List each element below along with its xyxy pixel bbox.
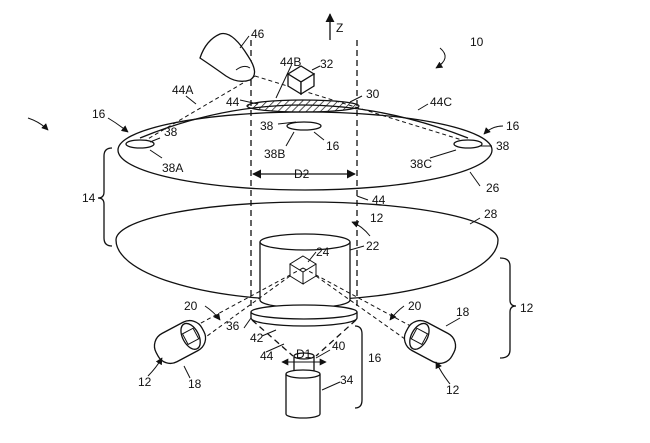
label-44-low: 44 — [260, 349, 274, 363]
finger-nail — [235, 65, 251, 71]
label-36: 36 — [226, 319, 240, 333]
label-12-lower-right: 12 — [446, 383, 460, 397]
cone-left — [251, 319, 294, 357]
beam-left-lower — [195, 275, 291, 345]
bracket-16-bottom — [354, 325, 363, 409]
sensor-38b — [286, 121, 322, 131]
label-38-left: 38 — [164, 125, 178, 139]
label-38a: 38A — [162, 161, 183, 175]
label-16-left: 16 — [92, 107, 106, 121]
leader-16-left — [107, 117, 129, 133]
beam-to-projector-right — [302, 267, 419, 331]
label-d1: D1 — [296, 347, 312, 361]
leader-16-right — [483, 125, 504, 135]
sensor-38c — [453, 139, 483, 149]
label-22: 22 — [366, 239, 380, 253]
touch-region-30 — [246, 99, 360, 113]
leader-16-left-stub — [27, 117, 49, 131]
leader-12-lower-right — [435, 361, 451, 385]
label-32: 32 — [320, 57, 334, 71]
cone-right — [315, 319, 357, 357]
leader-20-right — [389, 305, 405, 321]
label-16-center: 16 — [326, 139, 340, 153]
label-d2: D2 — [294, 167, 310, 181]
label-18-right: 18 — [456, 305, 470, 319]
label-12-right: 12 — [520, 301, 534, 315]
label-44b: 44B — [280, 55, 301, 69]
label-34: 34 — [340, 373, 354, 387]
source-34 — [285, 374, 321, 419]
label-20-left: 20 — [184, 299, 198, 313]
label-24: 24 — [316, 245, 330, 259]
label-14: 14 — [82, 191, 96, 205]
label-28: 28 — [484, 207, 498, 221]
cylinder-22 — [259, 242, 351, 309]
label-38b: 38B — [264, 147, 285, 161]
label-38-right: 38 — [496, 139, 510, 153]
label-18-left: 18 — [188, 377, 202, 391]
leader-10 — [435, 47, 446, 69]
beam-right-lower — [315, 275, 413, 345]
cylinder-22-top — [259, 233, 351, 251]
label-44-mid: 44 — [372, 193, 386, 207]
cube-32 — [286, 65, 316, 96]
label-12-left: 12 — [138, 375, 152, 389]
upper-plate-26 — [117, 111, 493, 191]
bracket-12-right — [499, 257, 517, 359]
label-16-bottom: 16 — [368, 351, 382, 365]
leader-lines — [149, 35, 492, 391]
label-44-top: 44 — [226, 95, 240, 109]
label-44a: 44A — [172, 83, 193, 97]
lens-42 — [250, 304, 358, 320]
leader-12-left — [147, 357, 163, 377]
label-10: 10 — [470, 35, 484, 49]
label-38c: 38C — [410, 157, 432, 171]
label-20-right: 20 — [408, 299, 422, 313]
label-axis-z: Z — [336, 21, 343, 35]
beam-to-projector-left — [187, 267, 304, 331]
leader-20-left — [204, 305, 221, 321]
sensor-38a — [125, 139, 155, 149]
projector-18-left — [153, 319, 207, 365]
label-38-center: 38 — [260, 119, 274, 133]
leader-12-center — [351, 221, 371, 237]
signal-44a — [145, 75, 256, 141]
bracket-14 — [97, 147, 113, 247]
lower-plate-28 — [115, 201, 499, 301]
label-42: 42 — [250, 331, 264, 345]
source-34-top — [285, 369, 321, 379]
label-26: 26 — [486, 181, 500, 195]
label-12-center: 12 — [370, 211, 384, 225]
label-44c: 44C — [430, 95, 452, 109]
finger-46 — [199, 32, 256, 82]
label-30: 30 — [366, 87, 380, 101]
label-16-right: 16 — [506, 119, 520, 133]
label-46: 46 — [251, 27, 265, 41]
projector-18-right — [403, 319, 457, 365]
label-40: 40 — [332, 339, 346, 353]
